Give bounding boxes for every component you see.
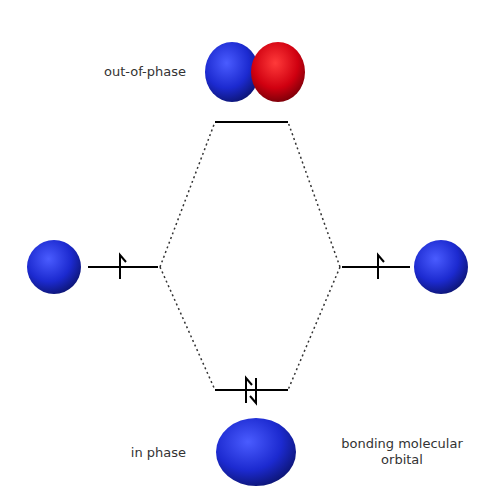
electron-arrow <box>120 255 126 279</box>
orbital-label: bonding molecular orbital <box>334 436 470 468</box>
bonding-orbital <box>216 418 296 486</box>
energy-level <box>88 266 158 268</box>
antibonding-lobe <box>251 42 305 102</box>
energy-level <box>215 389 288 391</box>
antibonding-lobe <box>205 42 259 102</box>
electron-arrow <box>250 378 256 403</box>
orbital-label: out-of-phase <box>36 64 186 80</box>
energy-level <box>342 266 410 268</box>
orbital-label: in phase <box>66 445 186 461</box>
atomic-orbital <box>27 240 81 294</box>
atomic-orbital <box>414 240 468 294</box>
energy-level <box>215 121 288 123</box>
correlation-lines <box>160 122 340 390</box>
electron-arrow <box>246 378 252 403</box>
electron-arrow <box>378 255 384 279</box>
